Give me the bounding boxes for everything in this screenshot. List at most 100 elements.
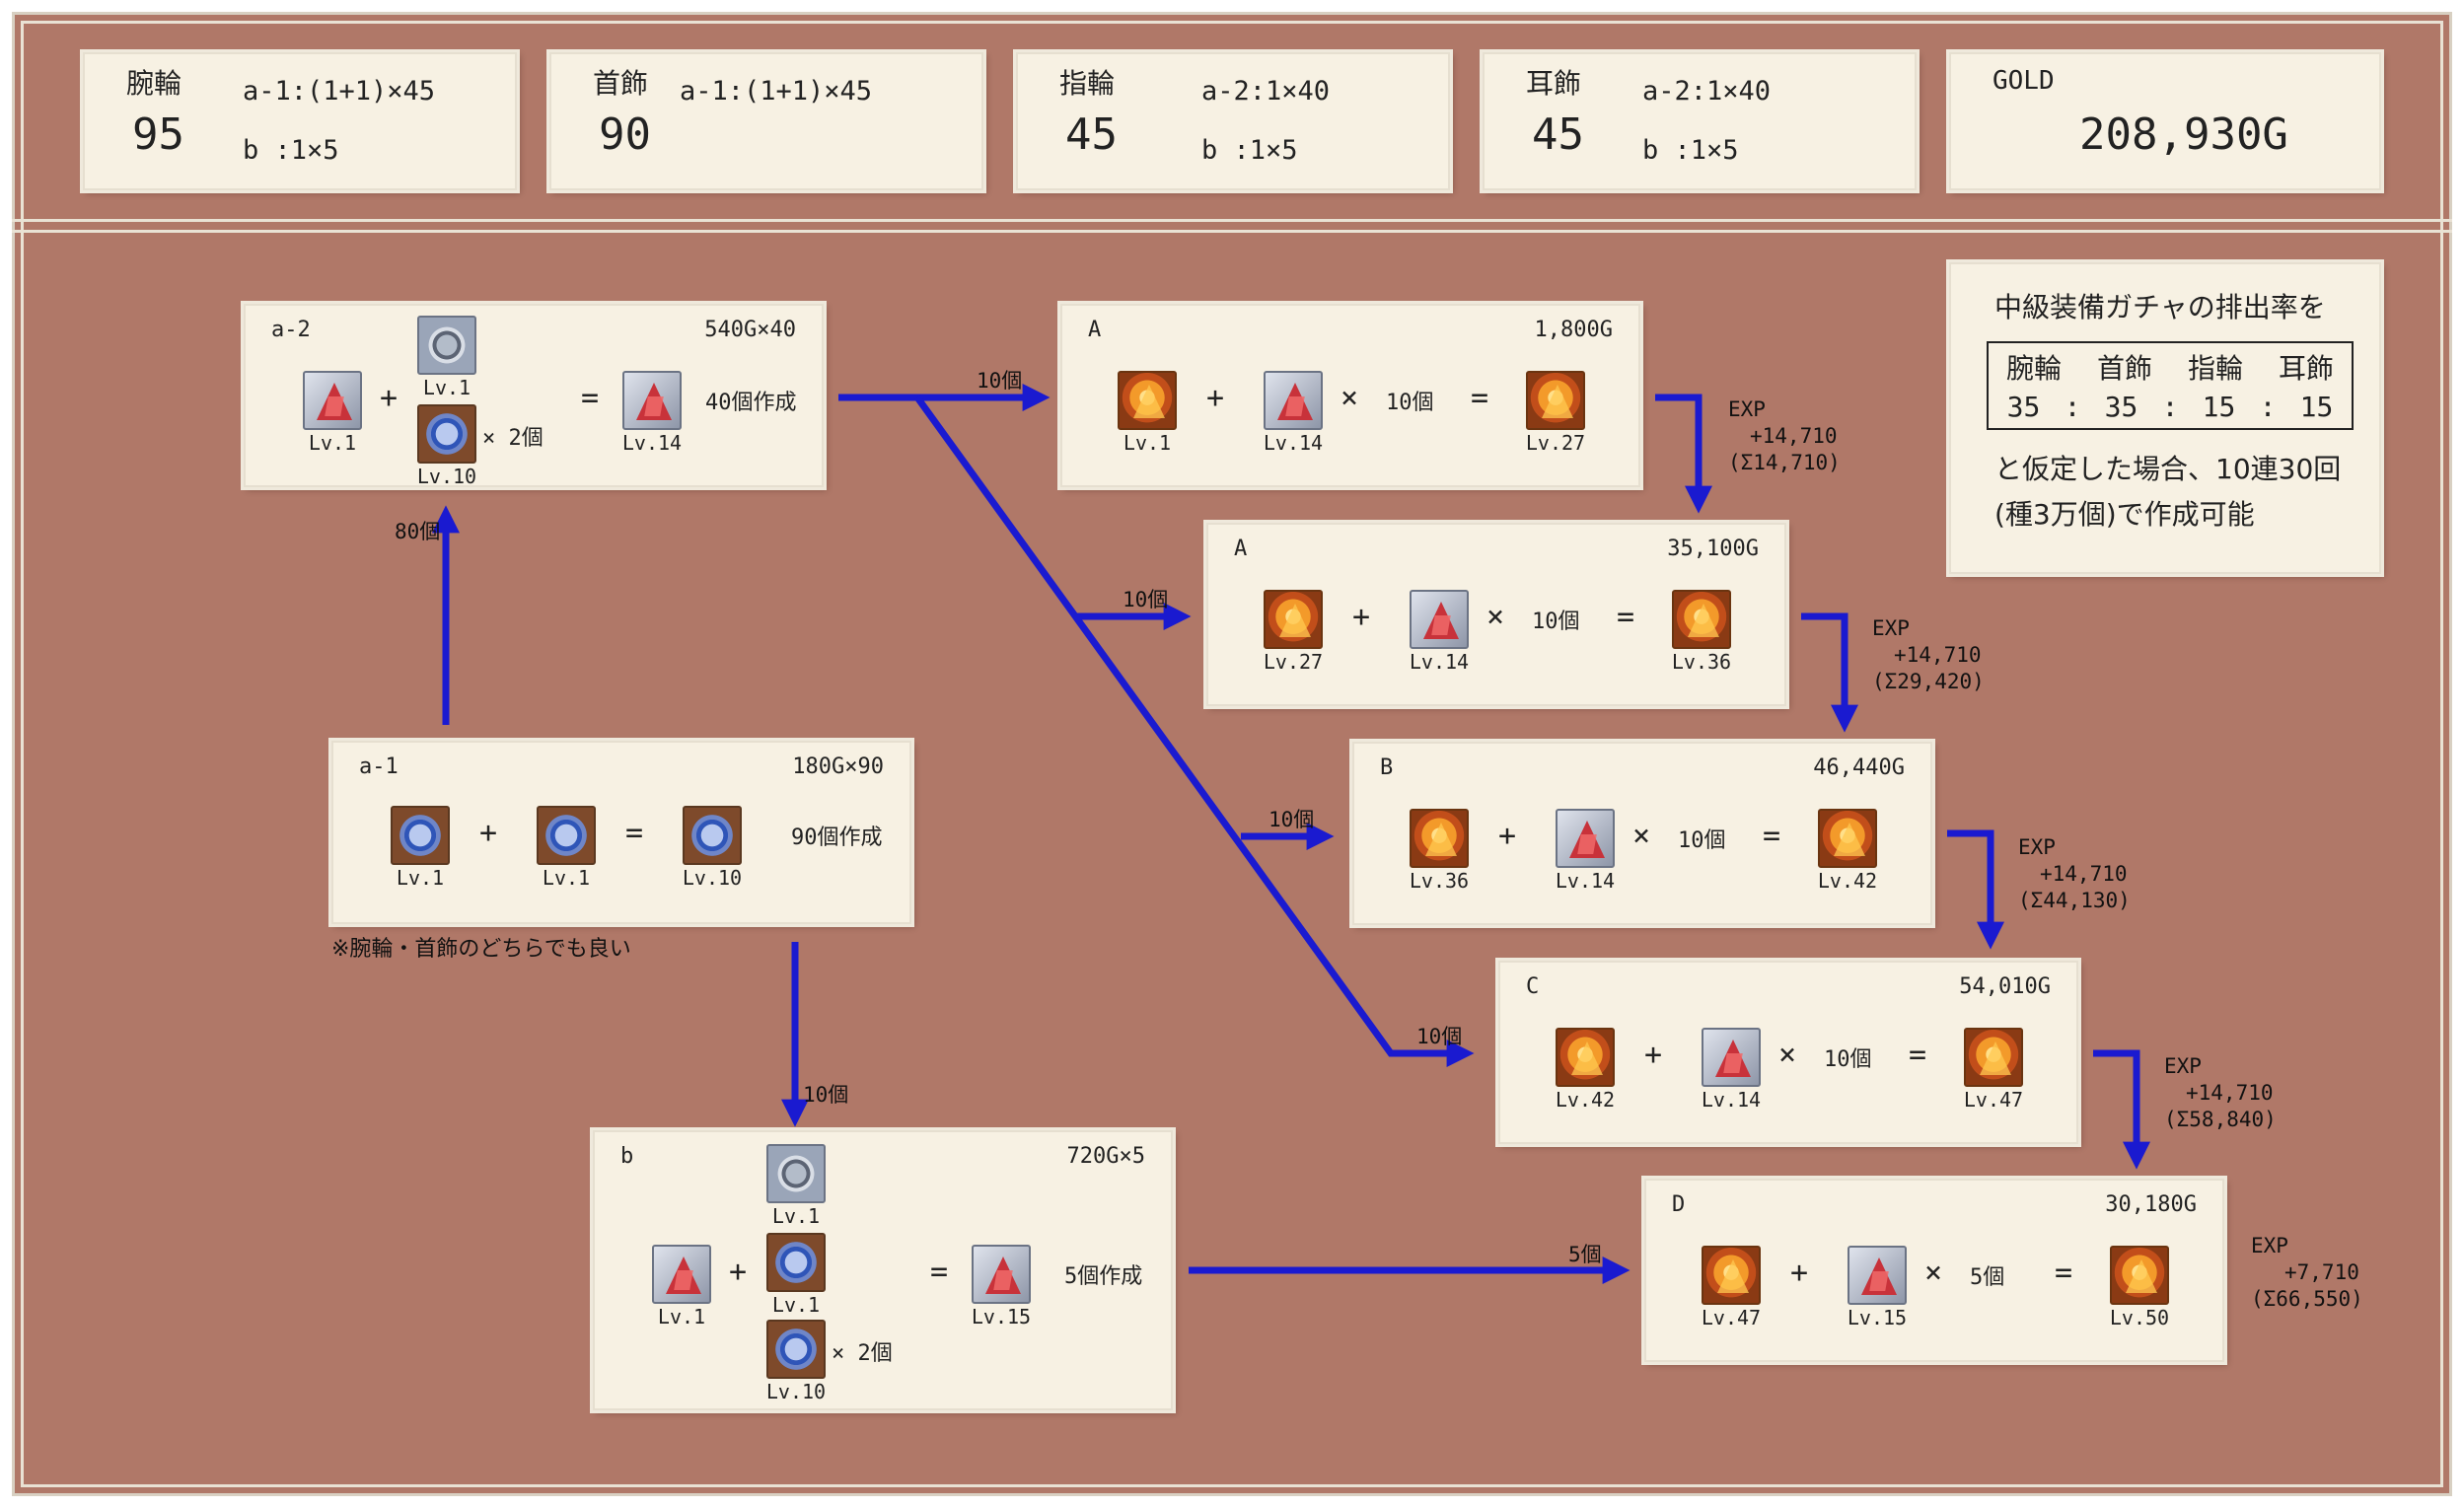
bracelet-icon	[391, 806, 450, 865]
item-ring: Lv.1	[766, 1144, 826, 1228]
info-line-1: 中級装備ガチャの排出率を	[1994, 291, 2326, 323]
summary-count: 45	[1065, 109, 1118, 160]
recipe-a1-note: ※腕輪・首飾のどちらでも良い	[331, 937, 631, 962]
exp-sum: (Σ58,840)	[2164, 1108, 2277, 1131]
gem-icon	[652, 1245, 711, 1304]
flow-label-5: 5個	[1568, 1243, 1602, 1266]
step-1-exp: EXP +14,710 (Σ14,710)	[1728, 396, 1841, 476]
recipe-id: b	[620, 1144, 634, 1169]
item-result: Lv.47	[1964, 1028, 2023, 1112]
item-level: Lv.15	[1847, 1306, 1908, 1329]
times-count: 10個	[1532, 610, 1580, 634]
plus-sign: +	[479, 816, 498, 850]
item-level: Lv.14	[1555, 869, 1616, 893]
summary-count: 45	[1532, 109, 1584, 160]
item-level: Lv.14	[621, 431, 683, 455]
gold-gem-icon	[1410, 809, 1469, 868]
make-count: 5個作成	[1064, 1264, 1143, 1289]
item-result-gem: Lv.14	[622, 371, 682, 455]
times-label: × 2個	[482, 426, 544, 451]
step-cost: 35,100G	[1667, 537, 1759, 561]
plus-sign: +	[1206, 381, 1225, 415]
exp-gain: +14,710	[2186, 1081, 2274, 1105]
rate-header: 首飾	[2096, 352, 2152, 385]
item-base: Lv.1	[1118, 371, 1177, 455]
recipe-b: b 720G×5 Lv.1 + Lv.1 Lv.1 Lv.10 × 2個 = L…	[593, 1130, 1173, 1410]
summary-label: 腕輪	[126, 67, 182, 100]
exp-sum: (Σ44,130)	[2018, 889, 2131, 912]
step-4: C 54,010G Lv.42 + Lv.14 × 10個 = Lv.47	[1498, 961, 2078, 1144]
item-level: Lv.1	[308, 431, 357, 455]
summary-gold: GOLD 208,930G	[1949, 52, 2381, 190]
exp-gain: +7,710	[2284, 1260, 2359, 1284]
plus-sign: +	[1790, 1256, 1809, 1290]
summary-line: b :1×5	[243, 135, 339, 166]
step-id: A	[1088, 318, 1102, 342]
summary-line: a-2:1×40	[1642, 76, 1772, 107]
summary-line: a-2:1×40	[1201, 76, 1331, 107]
item-level: Lv.47	[1701, 1306, 1762, 1329]
item-level: Lv.47	[1963, 1088, 2024, 1112]
item-level: Lv.1	[422, 376, 471, 399]
times-sign: ×	[1778, 1038, 1797, 1072]
step-id: D	[1672, 1192, 1686, 1217]
item-result: Lv.50	[2110, 1246, 2169, 1329]
item-base: Lv.27	[1264, 590, 1323, 674]
recipe-a2: a-2 540G×40 Lv.1 + Lv.1 Lv.10 × 2個 = Lv.…	[244, 304, 824, 488]
item-level: Lv.1	[771, 1204, 821, 1228]
item-level: Lv.1	[1123, 431, 1172, 455]
item-result-bracelet: Lv.10	[683, 806, 742, 890]
exp-gain: +14,710	[1894, 643, 1982, 667]
bracelet-icon	[683, 806, 742, 865]
equals-sign: =	[930, 1255, 949, 1289]
item-gem: Lv.1	[303, 371, 362, 455]
recipe-id: a-1	[359, 754, 399, 779]
exp-label: EXP	[2018, 835, 2056, 859]
summary-line: b :1×5	[1642, 135, 1739, 166]
gold-gem-icon	[2110, 1246, 2169, 1305]
flow-label-10: 10個	[977, 369, 1023, 393]
item-material: Lv.14	[1264, 371, 1323, 455]
item-result: Lv.42	[1818, 809, 1877, 893]
flow-label-10: 10個	[1268, 808, 1315, 831]
exp-gain: +14,710	[2040, 862, 2128, 886]
gold-gem-icon	[1118, 371, 1177, 430]
equals-sign: =	[1763, 819, 1781, 853]
plus-sign: +	[1498, 819, 1517, 853]
summary-count: 90	[599, 109, 651, 160]
bracelet-icon	[766, 1233, 826, 1292]
item-base: Lv.47	[1702, 1246, 1761, 1329]
item-bracelet: Lv.1	[391, 806, 450, 890]
item-level: Lv.14	[1701, 1088, 1762, 1112]
recipe-cost: 720G×5	[1066, 1144, 1145, 1169]
gold-gem-icon	[1526, 371, 1585, 430]
exp-label: EXP	[2164, 1054, 2202, 1078]
rate-sep: :	[2064, 391, 2081, 423]
step-1: A 1,800G Lv.1 + Lv.14 × 10個 = Lv.27	[1060, 304, 1640, 487]
rate-table: 腕輪 首飾 指輪 耳飾 35 : 35 : 15 : 15	[1987, 341, 2354, 430]
step-3-exp: EXP +14,710 (Σ44,130)	[2018, 834, 2131, 914]
flow-label-10: 10個	[803, 1083, 849, 1107]
summary-count: 95	[132, 109, 184, 160]
rate-header: 耳飾	[2278, 352, 2334, 385]
item-level: Lv.42	[1555, 1088, 1616, 1112]
gold-gem-icon	[1818, 809, 1877, 868]
exp-label: EXP	[1728, 397, 1766, 421]
times-count: 10個	[1824, 1047, 1872, 1072]
equals-sign: =	[1909, 1038, 1927, 1072]
item-level: Lv.36	[1409, 869, 1470, 893]
step-3: B 46,440G Lv.36 + Lv.14 × 10個 = Lv.42	[1352, 742, 1932, 925]
item-bracelet: Lv.1	[766, 1233, 826, 1317]
rate-value: 15	[2202, 391, 2236, 423]
item-level: Lv.14	[1263, 431, 1324, 455]
gem-icon	[1848, 1246, 1907, 1305]
item-level: Lv.10	[765, 1380, 827, 1403]
equals-sign: =	[625, 816, 644, 850]
rate-sep: :	[2259, 391, 2277, 423]
item-bracelet: Lv.1	[537, 806, 596, 890]
times-sign: ×	[1341, 381, 1359, 415]
item-level: Lv.27	[1263, 650, 1324, 674]
summary-necklace: 首飾 90 a-1:(1+1)×45	[549, 52, 983, 190]
exp-label: EXP	[1872, 616, 1910, 640]
summary-line: a-1:(1+1)×45	[243, 76, 436, 107]
